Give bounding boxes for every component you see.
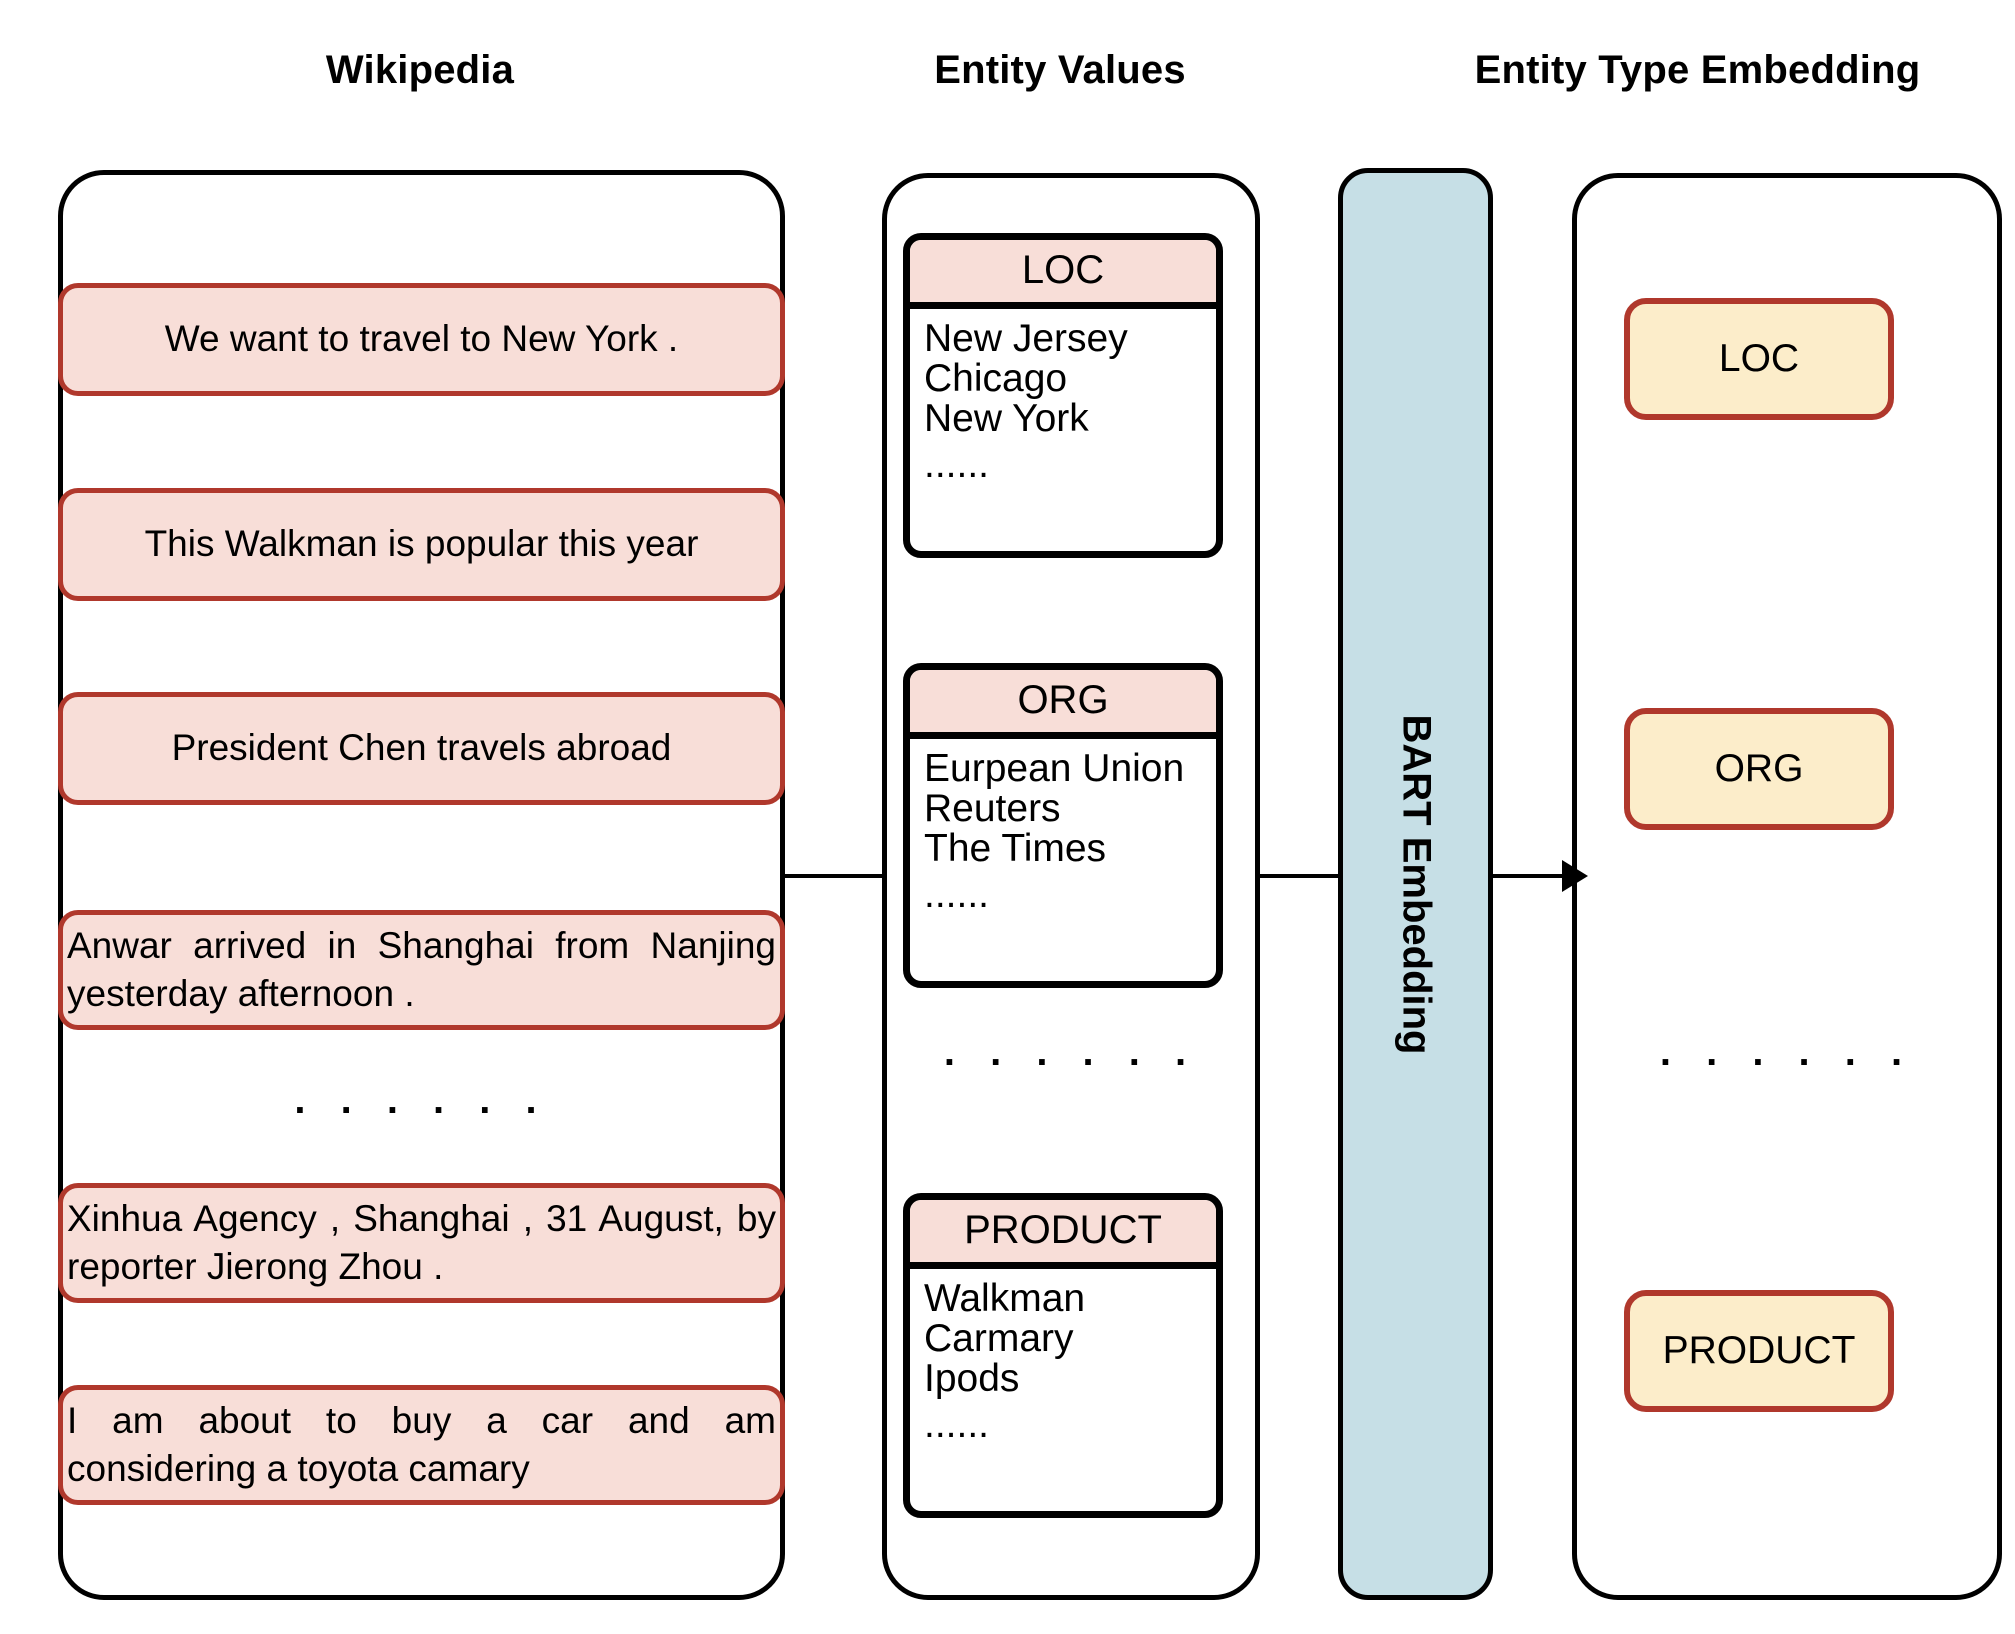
- sentence-text: Anwar arrived in Shanghai from Nanjing y…: [67, 924, 776, 1014]
- entity-type-label: LOC: [1718, 337, 1800, 380]
- connector-wikipedia-to-entity-values: [784, 874, 884, 878]
- entity-type-chip-product: PRODUCT: [1624, 1290, 1894, 1412]
- column-title-entity-type-embedding: Entity Type Embedding: [1474, 48, 1921, 92]
- sentence-text: I am about to buy a car and am consideri…: [67, 1399, 776, 1489]
- entity-value-more: ......: [924, 443, 990, 487]
- entity-type-label: PRODUCT: [1662, 1329, 1856, 1372]
- entity-card-header: ORG: [910, 670, 1216, 739]
- sentence-text: President Chen travels abroad: [171, 727, 672, 769]
- entity-value: The Times: [924, 827, 1107, 871]
- column-title-wikipedia: Wikipedia: [325, 48, 515, 92]
- sentence-chip: We want to travel to New York .: [58, 283, 785, 396]
- entity-card-org: ORG Eurpean Union Reuters The Times ....…: [903, 663, 1223, 988]
- wikipedia-ellipsis: . . . . . .: [294, 1078, 549, 1122]
- sentence-chip: President Chen travels abroad: [58, 692, 785, 805]
- entity-value: Carmary: [924, 1317, 1074, 1361]
- sentence-chip: Anwar arrived in Shanghai from Nanjing y…: [58, 910, 785, 1030]
- entity-card-loc: LOC New Jersey Chicago New York ......: [903, 233, 1223, 558]
- arrow-head-icon: [1562, 860, 1588, 892]
- entity-card-product: PRODUCT Walkman Carmary Ipods ......: [903, 1193, 1223, 1518]
- sentence-chip: This Walkman is popular this year: [58, 488, 785, 601]
- entity-card-body: New Jersey Chicago New York ......: [910, 309, 1216, 486]
- entity-value: Eurpean Union: [924, 747, 1185, 790]
- column-title-entity-values: Entity Values: [934, 48, 1186, 92]
- entity-card-header: PRODUCT: [910, 1200, 1216, 1269]
- entity-card-body: Walkman Carmary Ipods ......: [910, 1269, 1216, 1446]
- sentence-text: This Walkman is popular this year: [144, 523, 699, 565]
- entity-type-chip-loc: LOC: [1624, 298, 1894, 420]
- sentence-chip: Xinhua Agency , Shanghai , 31 August, by…: [58, 1183, 785, 1303]
- entity-type-embedding-ellipsis: . . . . . .: [1659, 1030, 1915, 1074]
- entity-values-ellipsis: . . . . . .: [943, 1030, 1199, 1074]
- connector-bart-to-entity-type-embedding: [1491, 874, 1573, 878]
- entity-value: Chicago: [924, 357, 1068, 401]
- entity-value: Reuters: [924, 787, 1061, 831]
- entity-value-more: ......: [924, 1403, 990, 1447]
- entity-type-chip-org: ORG: [1624, 708, 1894, 830]
- bart-embedding-panel: [1338, 168, 1493, 1600]
- connector-entity-values-to-bart: [1258, 874, 1340, 878]
- entity-card-header: LOC: [910, 240, 1216, 309]
- entity-value: Walkman: [924, 1277, 1086, 1320]
- entity-value-more: ......: [924, 873, 990, 917]
- sentence-text: We want to travel to New York .: [164, 318, 679, 360]
- entity-value: New York: [924, 397, 1089, 441]
- entity-card-body: Eurpean Union Reuters The Times ......: [910, 739, 1216, 916]
- sentence-chip: I am about to buy a car and am consideri…: [58, 1385, 785, 1505]
- entity-value: Ipods: [924, 1357, 1020, 1401]
- entity-value: New Jersey: [924, 317, 1128, 360]
- entity-type-label: ORG: [1714, 747, 1804, 790]
- sentence-text: Xinhua Agency , Shanghai , 31 August, by…: [67, 1197, 776, 1287]
- wikipedia-panel: [58, 170, 785, 1600]
